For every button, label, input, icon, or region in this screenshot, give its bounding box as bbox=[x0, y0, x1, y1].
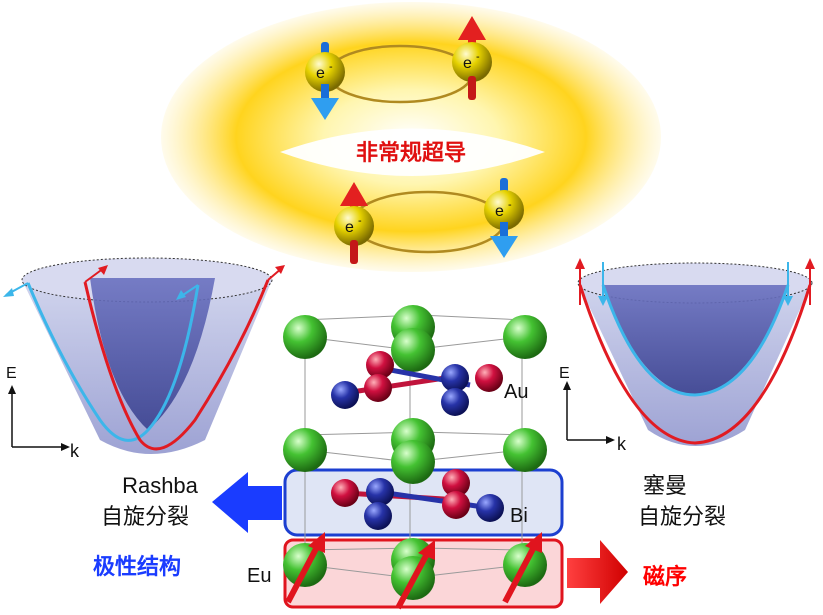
rashba-caption-line1: Rashba bbox=[122, 473, 199, 498]
electron-label: e bbox=[463, 55, 472, 72]
eu-layer bbox=[283, 532, 547, 610]
zeeman-band-diagram bbox=[575, 258, 815, 446]
crystal-structure: Au Bi Eu bbox=[247, 305, 564, 610]
eu-atom bbox=[283, 428, 327, 472]
eu-atom bbox=[503, 315, 547, 359]
momentum-axis-label: k bbox=[70, 441, 80, 461]
eu-atom bbox=[283, 315, 327, 359]
left-axes: E k bbox=[6, 365, 80, 461]
eu-label: Eu bbox=[247, 565, 271, 587]
energy-axis-label: E bbox=[6, 365, 17, 382]
superconductor-glow bbox=[161, 2, 661, 272]
unconventional-superconductivity-label: 非常规超导 bbox=[356, 140, 466, 166]
electron-charge: - bbox=[508, 199, 512, 211]
electron-charge: - bbox=[476, 51, 480, 63]
polar-arrow bbox=[212, 472, 282, 533]
electron-charge: - bbox=[329, 61, 333, 73]
electron-charge: - bbox=[358, 215, 362, 227]
au-label: Au bbox=[504, 381, 528, 403]
eu-atom bbox=[391, 440, 435, 484]
rashba-band-diagram bbox=[3, 257, 285, 454]
au-layer bbox=[331, 351, 503, 416]
electron-label: e bbox=[345, 219, 354, 236]
electron-bottom-left: e - bbox=[334, 182, 374, 264]
energy-axis-label: E bbox=[559, 365, 570, 382]
magnetic-order-label: 磁序 bbox=[643, 564, 687, 590]
right-axes: E k bbox=[559, 365, 627, 454]
bi-label: Bi bbox=[510, 505, 528, 527]
electron-label: e bbox=[495, 203, 504, 220]
zeeman-caption-line1: 塞曼 bbox=[643, 474, 687, 499]
momentum-axis-label: k bbox=[617, 434, 627, 454]
electron-top-right: e - bbox=[452, 16, 492, 100]
polar-structure-label: 极性结构 bbox=[93, 554, 181, 580]
electron-label: e bbox=[316, 65, 325, 82]
zeeman-caption-line2: 自旋分裂 bbox=[638, 505, 726, 530]
bi-layer bbox=[331, 469, 504, 530]
rashba-caption-line2: 自旋分裂 bbox=[101, 505, 189, 530]
eu-atom bbox=[391, 328, 435, 372]
electron-bottom-right: e - bbox=[484, 178, 524, 258]
electron-top-left: e - bbox=[305, 42, 345, 120]
eu-atom bbox=[503, 428, 547, 472]
magnetic-arrow bbox=[567, 540, 628, 604]
